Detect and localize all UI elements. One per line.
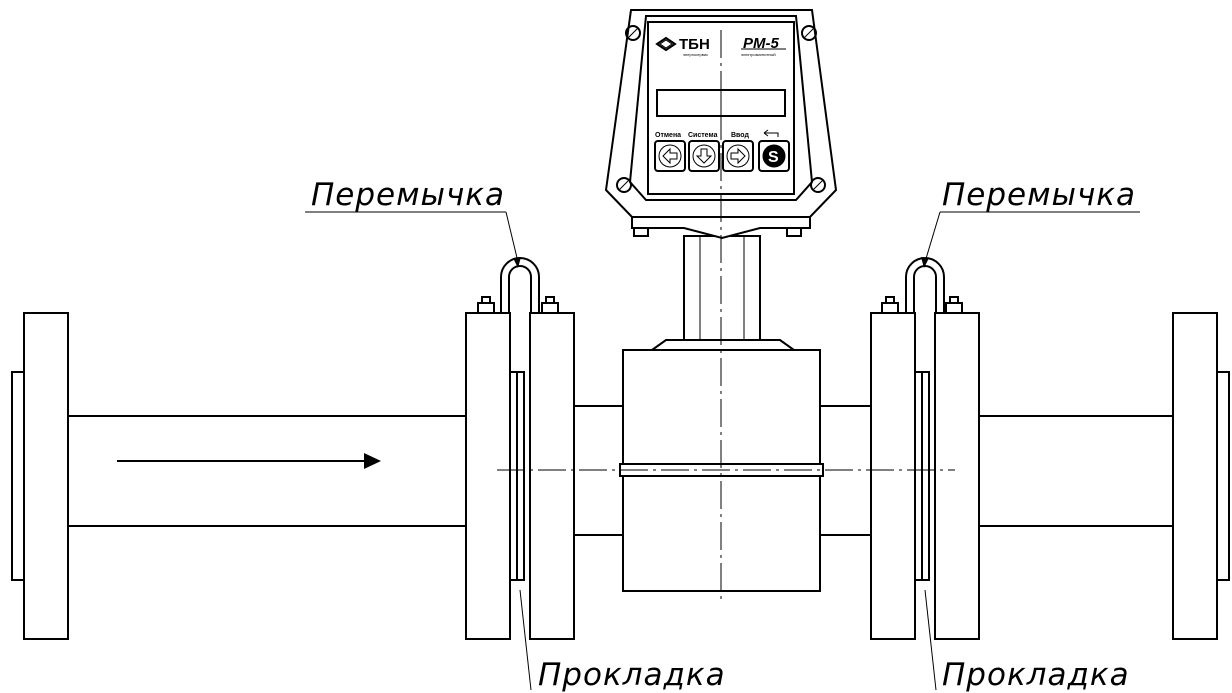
right-flange-pair xyxy=(870,257,980,640)
screw-icon xyxy=(616,25,826,193)
right-pipe-assembly xyxy=(979,312,1230,640)
meter-neck xyxy=(683,235,761,341)
button-s[interactable]: S xyxy=(758,140,790,172)
label-gasket-left: Прокладка xyxy=(519,589,726,693)
brand-subtitle: энергосервис xyxy=(683,52,708,57)
button-enter[interactable] xyxy=(722,140,754,172)
left-end-flange xyxy=(23,312,69,640)
right-end-flange-lip xyxy=(1216,371,1230,581)
right-gasket-inner xyxy=(921,371,930,581)
left-meter-flange xyxy=(529,312,575,640)
right-meter-flange xyxy=(870,312,916,640)
left-end-flange-lip xyxy=(11,371,25,581)
arrow-right-icon xyxy=(730,147,746,165)
right-gasket-outer xyxy=(914,371,923,581)
svg-text:Перемычка: Перемычка xyxy=(942,177,1136,213)
right-pipe-flange xyxy=(934,312,980,640)
button-label-enter: Ввод xyxy=(731,132,749,139)
svg-text:Прокладка: Прокладка xyxy=(942,657,1130,693)
left-pipe-assembly xyxy=(11,312,466,640)
button-system[interactable] xyxy=(688,140,720,172)
brand-logo: ТБН энергосервис xyxy=(655,36,710,57)
label-jumper-left: Перемычка xyxy=(305,177,521,268)
right-end-flange xyxy=(1172,312,1218,640)
left-pipe-flange xyxy=(465,312,511,640)
flow-arrow-icon xyxy=(364,453,381,469)
left-flange-pair xyxy=(465,257,575,640)
s-icon: S xyxy=(768,149,779,166)
left-gasket-outer xyxy=(509,371,518,581)
arrow-left-icon xyxy=(662,147,678,165)
button-cancel[interactable] xyxy=(654,140,686,172)
model-name: РМ-5 xyxy=(743,35,779,52)
left-gasket-inner xyxy=(516,371,525,581)
button-label-system: Система xyxy=(688,132,718,139)
arrow-down-icon xyxy=(695,148,713,164)
brand-name: ТБН xyxy=(679,36,710,53)
label-gasket-right: Прокладка xyxy=(924,589,1130,693)
button-label-cancel: Отмена xyxy=(655,132,681,139)
label-jumper-right: Перемычка xyxy=(921,177,1140,268)
model-subtitle: электромагнитный xyxy=(741,52,776,57)
svg-text:Прокладка: Прокладка xyxy=(538,657,726,693)
svg-text:Перемычка: Перемычка xyxy=(311,177,505,213)
return-icon xyxy=(763,129,779,137)
